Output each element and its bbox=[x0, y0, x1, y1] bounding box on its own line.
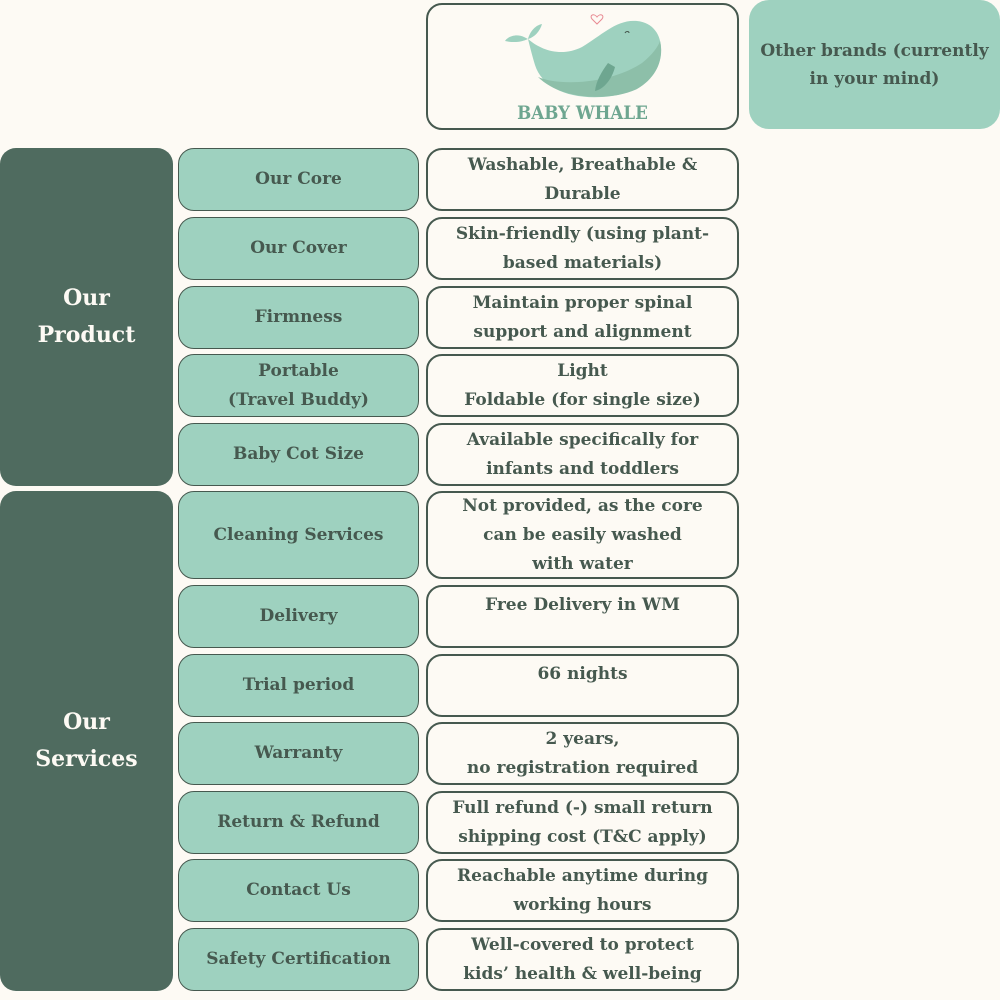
row-value-return-refund: Full refund (-) small return shipping co… bbox=[426, 791, 739, 854]
row-label-text: Firmness bbox=[254, 307, 343, 327]
row-value-contact-us: Reachable anytime during working hours bbox=[426, 859, 739, 922]
other-brands-header: Other brands (currently in your mind) bbox=[749, 0, 1000, 129]
row-value-cleaning-services: Not provided, as the core can be easily … bbox=[426, 491, 739, 579]
row-label-text: Baby Cot Size bbox=[233, 444, 364, 464]
row-value-text: Maintain proper spinal support and align… bbox=[472, 292, 693, 342]
group-our-services: Our Services bbox=[0, 491, 173, 991]
row-label-text: Our Cover bbox=[250, 238, 347, 258]
row-value-text: Washable, Breathable & Durable bbox=[467, 154, 698, 204]
row-label-portable: Portable (Travel Buddy) bbox=[178, 354, 419, 417]
row-label-text: Contact Us bbox=[246, 880, 351, 900]
row-value-text: Not provided, as the core can be easily … bbox=[462, 495, 703, 574]
row-value-text: Free Delivery in WM bbox=[485, 595, 680, 615]
row-value-firmness: Maintain proper spinal support and align… bbox=[426, 286, 739, 349]
row-value-baby-cot-size: Available specifically for infants and t… bbox=[426, 423, 739, 486]
row-value-text: Reachable anytime during working hours bbox=[457, 865, 708, 915]
row-label-text: Our Core bbox=[255, 169, 342, 189]
row-label-trial-period: Trial period bbox=[178, 654, 419, 717]
row-label-delivery: Delivery bbox=[178, 585, 419, 648]
row-value-our-core: Washable, Breathable & Durable bbox=[426, 148, 739, 211]
row-value-our-cover: Skin-friendly (using plant- based materi… bbox=[426, 217, 739, 280]
row-label-text: Portable (Travel Buddy) bbox=[228, 360, 369, 410]
row-label-text: Return & Refund bbox=[217, 812, 380, 832]
row-value-safety-certification: Well-covered to protect kids’ health & w… bbox=[426, 928, 739, 991]
row-label-warranty: Warranty bbox=[178, 722, 419, 785]
row-label-text: Trial period bbox=[242, 675, 355, 695]
other-brands-label: Other brands (currently in your mind) bbox=[760, 40, 989, 89]
row-value-text: Skin-friendly (using plant- based materi… bbox=[455, 223, 710, 273]
row-value-warranty: 2 years, no registration required bbox=[426, 722, 739, 785]
row-label-safety-certification: Safety Certification bbox=[178, 928, 419, 991]
row-label-text: Delivery bbox=[259, 606, 338, 626]
brand-name: BABY WHALE bbox=[517, 102, 648, 124]
row-value-text: Full refund (-) small return shipping co… bbox=[452, 797, 713, 847]
row-value-delivery: Free Delivery in WM bbox=[426, 585, 739, 648]
row-value-text: Light Foldable (for single size) bbox=[464, 360, 701, 410]
row-label-our-core: Our Core bbox=[178, 148, 419, 211]
row-label-contact-us: Contact Us bbox=[178, 859, 419, 922]
whale-logo-icon bbox=[505, 14, 662, 98]
row-value-portable: Light Foldable (for single size) bbox=[426, 354, 739, 417]
row-value-text: 66 nights bbox=[537, 664, 628, 684]
row-label-text: Safety Certification bbox=[206, 949, 391, 969]
row-label-our-cover: Our Cover bbox=[178, 217, 419, 280]
row-label-baby-cot-size: Baby Cot Size bbox=[178, 423, 419, 486]
row-label-cleaning-services: Cleaning Services bbox=[178, 491, 419, 579]
row-label-firmness: Firmness bbox=[178, 286, 419, 349]
row-label-text: Cleaning Services bbox=[213, 524, 384, 545]
group-our-product: Our Product bbox=[0, 148, 173, 486]
row-value-trial-period: 66 nights bbox=[426, 654, 739, 717]
brand-logo-card: BABY WHALE bbox=[426, 3, 739, 130]
row-value-text: Well-covered to protect kids’ health & w… bbox=[463, 934, 702, 984]
row-label-text: Warranty bbox=[254, 743, 343, 763]
group-title: Our Product bbox=[37, 285, 136, 348]
group-title: Our Services bbox=[35, 709, 138, 772]
row-label-return-refund: Return & Refund bbox=[178, 791, 419, 854]
row-value-text: 2 years, no registration required bbox=[466, 728, 699, 778]
row-value-text: Available specifically for infants and t… bbox=[466, 429, 699, 479]
